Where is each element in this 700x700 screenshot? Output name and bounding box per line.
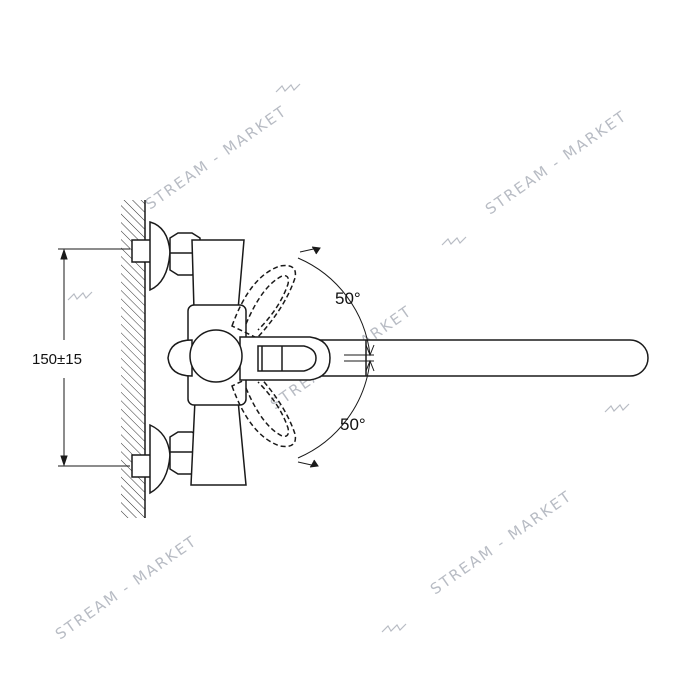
watermark-2: STREAM - MARKET xyxy=(482,107,631,219)
watermark-mark-1 xyxy=(275,83,301,93)
handle-alt-positions xyxy=(231,264,297,448)
mixer-body xyxy=(187,239,247,486)
cartridge-cap xyxy=(167,329,243,383)
watermark-4: STREAM - MARKET xyxy=(52,532,201,644)
lever-handle xyxy=(239,336,331,381)
angle-label-lower: 50° xyxy=(340,415,366,434)
dimension-line xyxy=(58,248,130,467)
watermark-mark-2 xyxy=(441,236,467,246)
watermark-mark-5 xyxy=(67,291,93,301)
dimension-label: 150±15 xyxy=(32,351,82,368)
lower-connector xyxy=(131,423,213,495)
watermark-mark-3 xyxy=(604,403,630,413)
angle-arcs xyxy=(297,246,375,468)
watermark-1: STREAM - MARKET xyxy=(142,102,291,214)
watermark-5: STREAM - MARKET xyxy=(427,487,576,599)
spout xyxy=(289,339,649,377)
watermark-mark-4 xyxy=(381,623,407,633)
angle-label-upper: 50° xyxy=(335,289,361,308)
